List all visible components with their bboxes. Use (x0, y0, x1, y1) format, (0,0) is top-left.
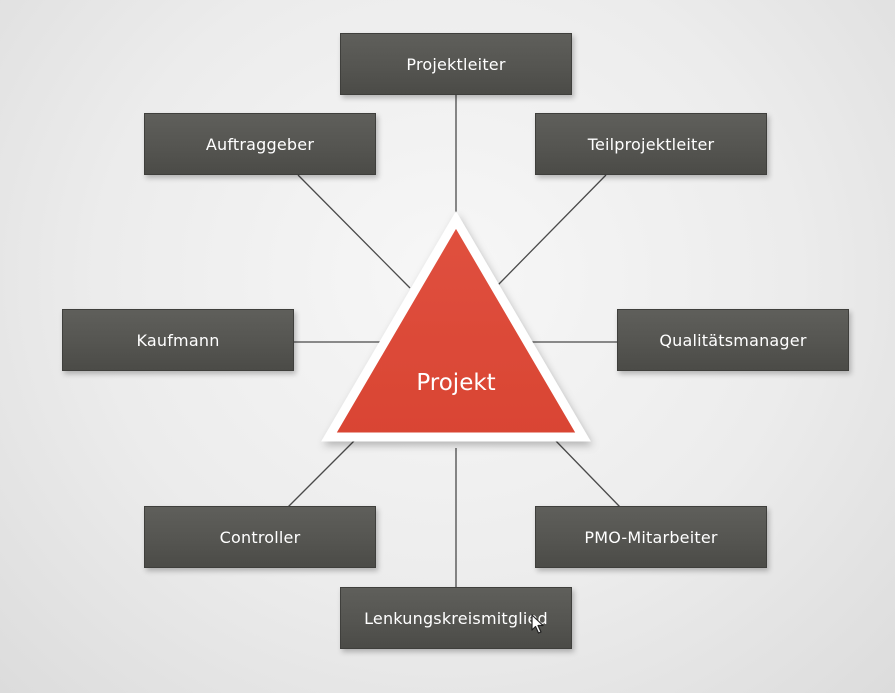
connector-teilprojektleiter (497, 174, 607, 286)
role-box-auftraggeber: Auftraggeber (144, 113, 376, 175)
role-box-qualitaetsmanager: Qualitätsmanager (617, 309, 849, 371)
role-label-controller: Controller (219, 527, 301, 547)
role-label-auftraggeber: Auftraggeber (205, 134, 315, 154)
role-label-lenkungskreismitglied: Lenkungskreismitglied (364, 608, 548, 628)
role-box-kaufmann: Kaufmann (62, 309, 294, 371)
role-box-teilprojektleiter: Teilprojektleiter (535, 113, 767, 175)
mouse-cursor-icon (531, 614, 544, 634)
role-label-pmo-mitarbeiter: PMO-Mitarbeiter (584, 527, 718, 547)
role-box-controller: Controller (144, 506, 376, 568)
role-box-pmo-mitarbeiter: PMO-Mitarbeiter (535, 506, 767, 568)
role-label-projektleiter: Projektleiter (406, 54, 506, 74)
connector-controller (287, 439, 356, 508)
connector-auftraggeber (297, 174, 411, 289)
connector-pmo-mitarbeiter (554, 439, 621, 508)
role-label-teilprojektleiter: Teilprojektleiter (587, 134, 715, 154)
project-label: Projekt (416, 370, 495, 396)
role-label-kaufmann: Kaufmann (136, 330, 220, 350)
role-label-qualitaetsmanager: Qualitätsmanager (659, 330, 807, 350)
project-triangle (321, 211, 591, 442)
role-box-projektleiter: Projektleiter (340, 33, 572, 95)
